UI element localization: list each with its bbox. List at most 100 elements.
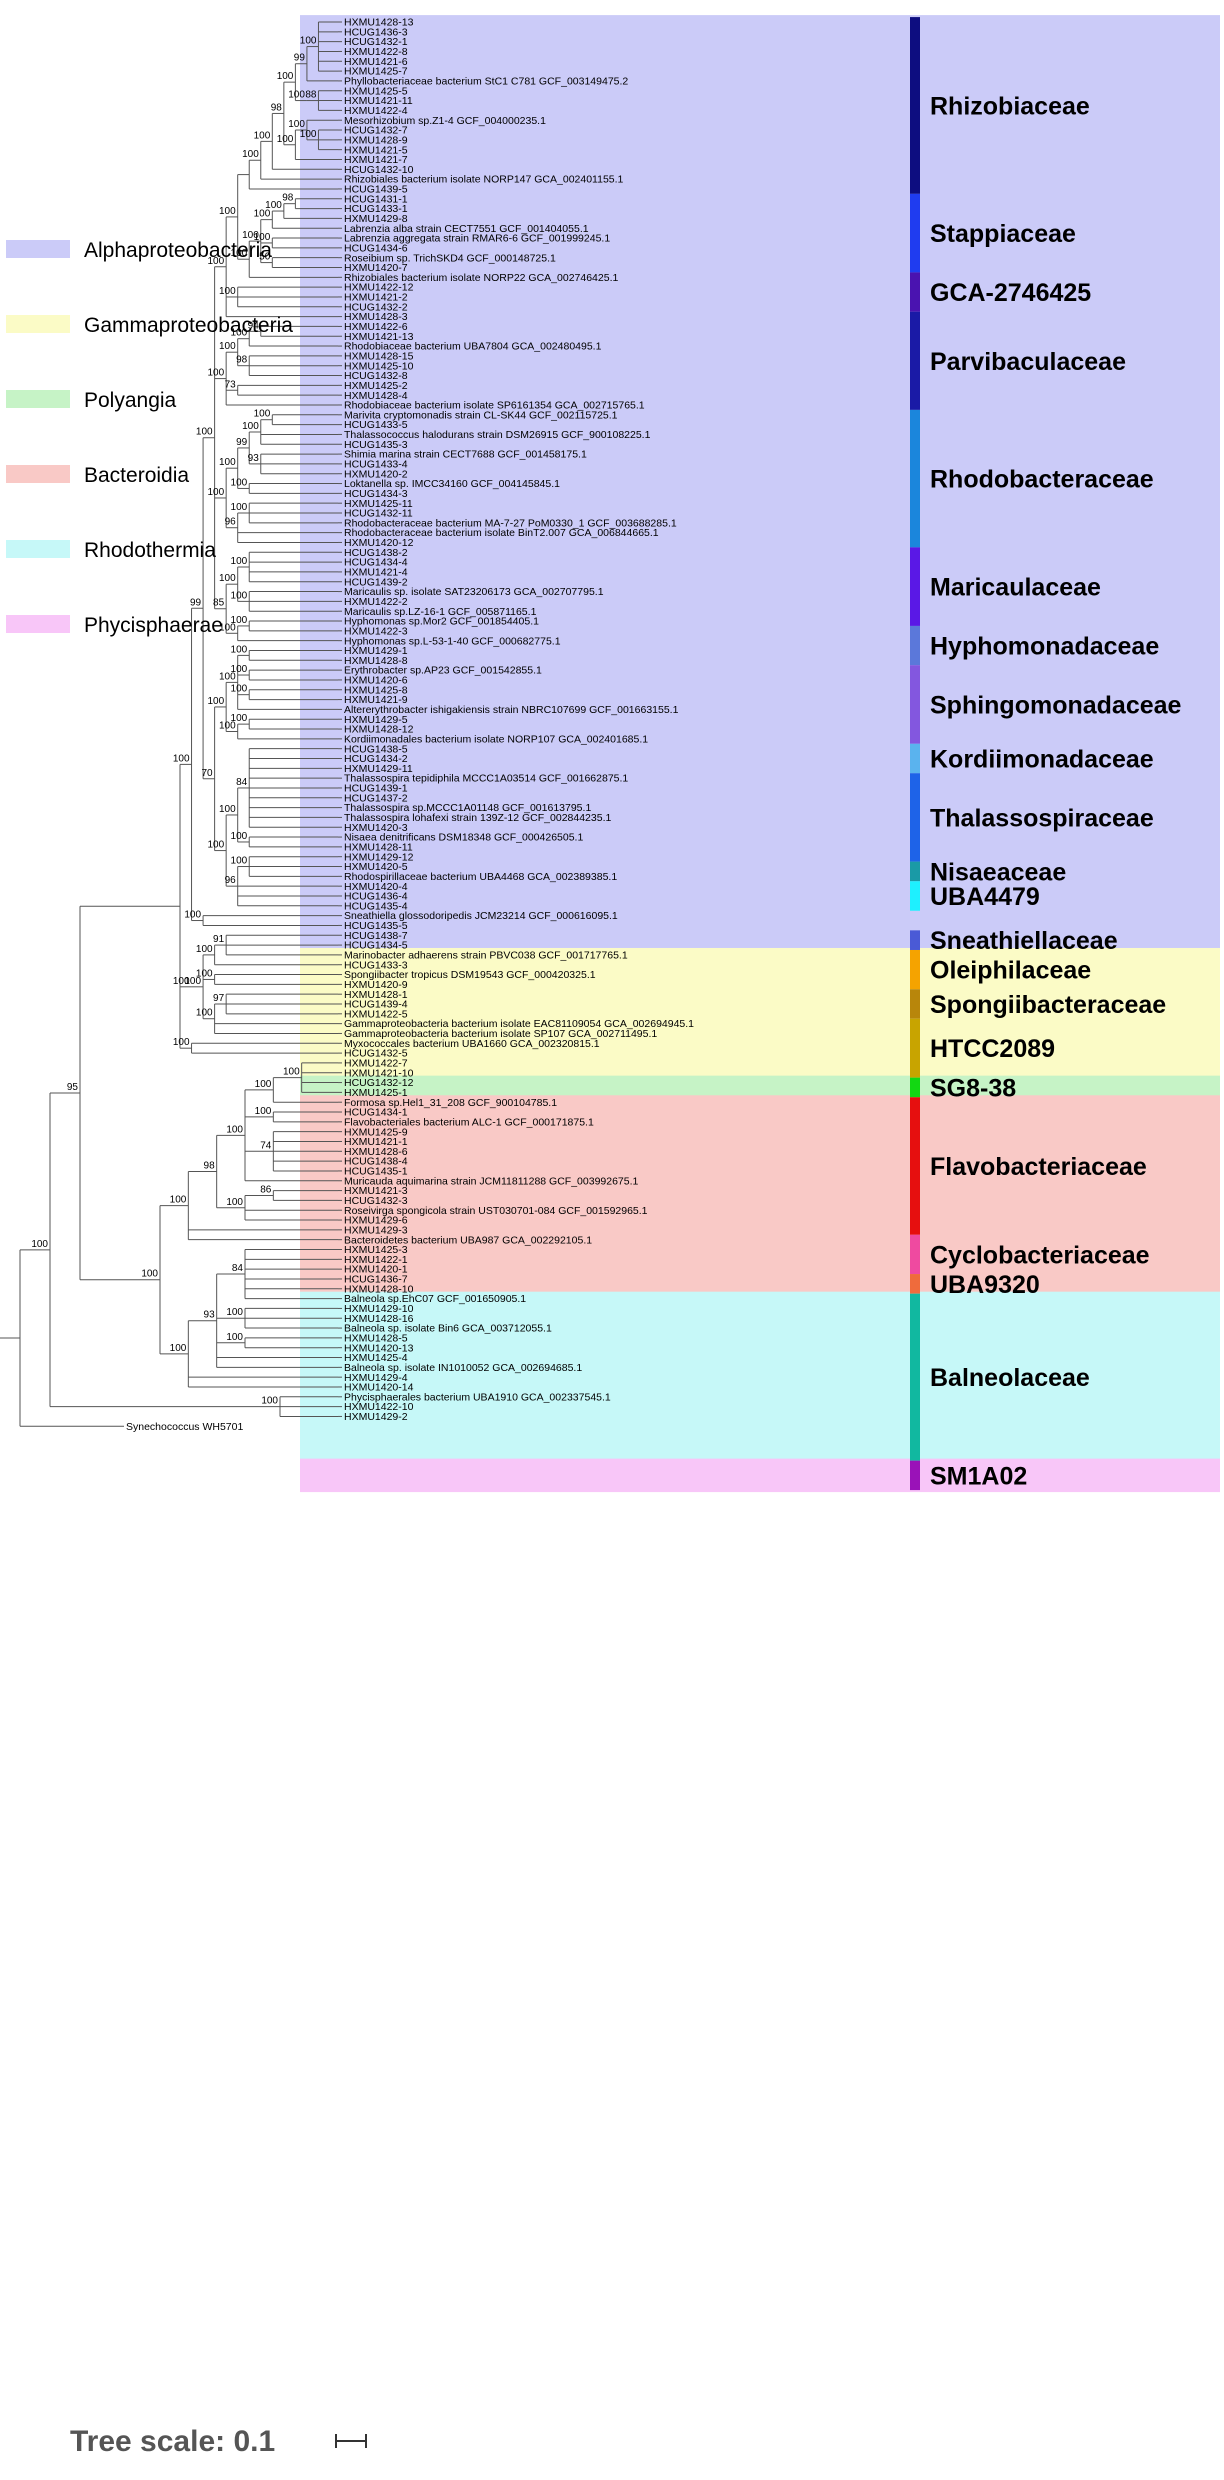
bootstrap-value: 100 [231,248,248,259]
tip-label: HCUG1432-2 [344,301,408,313]
bootstrap-value: 100 [31,1239,48,1250]
family-bar [910,881,920,911]
tip-label: HXMU1421-4 [344,567,408,579]
tip-label: HXMU1422-10 [344,1401,414,1413]
tip-label: HXMU1422-6 [344,321,408,333]
bootstrap-value: 100 [184,910,201,921]
bootstrap-value: 100 [219,286,236,297]
tip-label: HXMU1429-5 [344,714,408,726]
tip-label: Altererythrobacter ishigakiensis strain … [344,704,679,716]
tip-label: HXMU1425-5 [344,85,408,97]
family-label: Kordiimonadaceae [930,746,1154,774]
tip-label: Muricauda aquimarina strain JCM11811288 … [344,1175,639,1187]
legend-swatch [6,315,70,333]
bootstrap-value: 100 [242,149,259,160]
family-bar [910,743,920,774]
tip-label: HXMU1425-1 [344,1087,408,1099]
tip-label: HCUG1435-5 [344,920,408,932]
tip-label: HXMU1428-9 [344,134,408,146]
family-label: Rhodobacteraceae [930,466,1154,494]
tip-label: Phycisphaerales bacterium UBA1910 GCA_00… [344,1391,611,1403]
bootstrap-value: 96 [225,517,237,528]
class-band [300,1458,1220,1493]
bootstrap-value: 100 [254,232,271,243]
bootstrap-value: 50 [259,252,271,263]
family-label: SM1A02 [930,1462,1027,1490]
tip-label: Mesorhizobium sp.Z1-4 GCF_004000235.1 [344,115,546,127]
tip-label: HXMU1422-7 [344,1058,408,1070]
tip-label: HXMU1429-2 [344,1411,408,1423]
tip-label: Balneola sp. isolate IN1010052 GCA_00269… [344,1362,582,1374]
family-bars: RhizobiaceaeStappiaceaeGCA-2746425Parvib… [910,17,1182,1490]
tip-label: HCUG1436-7 [344,1274,408,1286]
family-bar [910,311,920,410]
tip-label: Rhizobiales bacterium isolate NORP22 GCA… [344,272,618,284]
tip-label: HXMU1421-1 [344,1136,408,1148]
tip-label: HXMU1422-5 [344,1008,408,1020]
tip-label: HCUG1434-3 [344,488,408,500]
bootstrap-value: 96 [225,875,237,886]
tip-label: Rhizobiales bacterium isolate NORP147 GC… [344,174,624,186]
bootstrap-value: 99 [190,597,202,608]
bootstrap-value: 100 [231,831,248,842]
tip-label: Rhodobacteraceae bacterium MA-7-27 PoM03… [344,517,677,529]
family-label: Maricaulaceae [930,574,1101,602]
tip-label: HXMU1420-9 [344,979,408,991]
legend-label: Alphaproteobacteria [84,239,272,262]
bootstrap-value: 100 [288,119,305,130]
legend-label: Gammaproteobacteria [84,314,293,337]
family-bar [910,625,920,666]
family-bar [910,193,920,273]
tip-label: HXMU1421-9 [344,694,408,706]
tip-label: HXMU1428-16 [344,1313,414,1325]
family-bar [910,861,920,882]
tip-label: Maricaulis sp.LZ-16-1 GCF_005871165.1 [344,606,537,618]
tip-label: Thalassospira tepidiphila MCCC1A03514 GC… [344,773,628,785]
bootstrap-value: 70 [201,768,213,779]
bootstrap-value: 100 [173,1037,190,1048]
bootstrap-value: 100 [255,1106,272,1117]
family-label: Cyclobacteriaceae [930,1241,1150,1269]
bootstrap-value: 100 [141,1269,158,1280]
bootstrap-value: 98 [282,193,294,204]
tip-label: HXMU1428-15 [344,350,414,362]
tip-label: Labrenzia alba strain CECT7551 GCF_00140… [344,223,589,235]
tip-label: Balneola sp.EhC07 GCF_001650905.1 [344,1293,526,1305]
bootstrap-value: 100 [231,713,248,724]
bootstrap-value: 100 [219,206,236,217]
tip-label: Marivita cryptomonadis strain CL-SK44 GC… [344,409,618,421]
bootstrap-value: 100 [231,664,248,675]
family-label: Parvibaculaceae [930,348,1126,376]
bootstrap-value: 99 [236,437,248,448]
bootstrap-value: 100 [219,573,236,584]
tip-label: Rhodobiaceae bacterium isolate SP6161354… [344,400,645,412]
family-bar [910,1234,920,1275]
tip-label: HXMU1421-7 [344,154,408,166]
family-bar [910,949,920,990]
tree-scale: Tree scale: 0.1 [70,2425,367,2458]
bootstrap-value: 100 [173,976,190,987]
tip-label: HCUG1434-2 [344,753,408,765]
bootstrap-value: 100 [277,134,294,145]
bootstrap-value: 100 [255,1079,272,1090]
bootstrap-value: 98 [271,102,283,113]
tip-label: HXMU1421-10 [344,1067,414,1079]
tree-scale-label: Tree scale: 0.1 [70,2425,275,2458]
tip-label: HXMU1428-12 [344,724,414,736]
tip-label: Loktanella sp. IMCC34160 GCF_004145845.1 [344,478,560,490]
family-bar [910,1460,920,1491]
bootstrap-value: 100 [231,328,248,339]
family-label: UBA9320 [930,1271,1040,1299]
tip-label: Myxococcales bacterium UBA1660 GCA_00232… [344,1038,600,1050]
class-band [300,1095,1220,1296]
bootstrap-value: 84 [232,1263,244,1274]
tip-label: HXMU1428-5 [344,1332,408,1344]
tip-label: HCUG1439-4 [344,999,408,1011]
bootstrap-value: 99 [294,53,306,64]
bootstrap-value: 100 [196,968,213,979]
tip-label: HCUG1432-8 [344,370,408,382]
bootstrap-value: 100 [219,720,236,731]
tip-label: Nisaea denitrificans DSM18348 GCF_000426… [344,832,583,844]
bootstrap-value: 100 [170,1343,187,1354]
